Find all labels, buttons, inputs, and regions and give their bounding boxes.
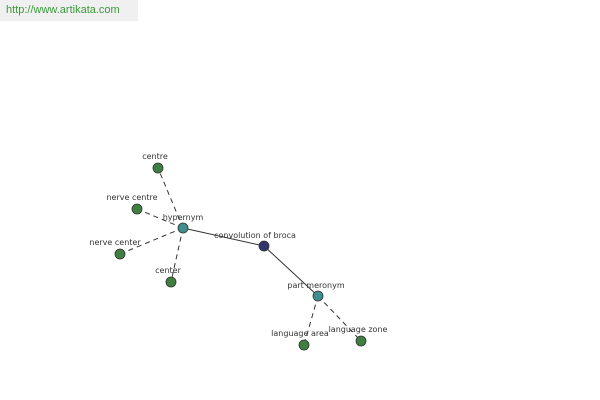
edge-hypernym-centre [157, 167, 184, 229]
label-language-area: language area [271, 329, 329, 338]
edge-hypernym-nerve-center [119, 227, 184, 255]
node-center[interactable] [165, 276, 177, 288]
label-convolution-of-broca: convolution of broca [214, 231, 296, 240]
watermark-link[interactable]: http://www.artikata.com [0, 0, 138, 21]
node-hypernym[interactable] [177, 222, 189, 234]
edge-hypernym-center [182, 227, 265, 247]
node-part-meronym[interactable] [312, 290, 324, 302]
label-center: center [155, 266, 181, 275]
node-convolution-of-broca[interactable] [258, 240, 270, 252]
label-part-meronym: part meronym [287, 281, 344, 290]
node-nerve-centre[interactable] [131, 203, 143, 215]
label-hypernym: hypernym [163, 213, 204, 222]
node-language-zone[interactable] [355, 335, 367, 347]
edge-partmeronym-language-zone [317, 295, 362, 342]
node-language-area[interactable] [298, 339, 310, 351]
edge-center-partmeronym [263, 245, 319, 297]
edge-hypernym-center-leaf [170, 227, 184, 283]
label-nerve-centre: nerve centre [106, 193, 157, 202]
label-nerve-center: nerve center [89, 238, 141, 247]
node-centre[interactable] [152, 162, 164, 174]
label-centre: centre [142, 152, 168, 161]
node-nerve-center[interactable] [114, 248, 126, 260]
label-language-zone: language zone [329, 325, 388, 334]
